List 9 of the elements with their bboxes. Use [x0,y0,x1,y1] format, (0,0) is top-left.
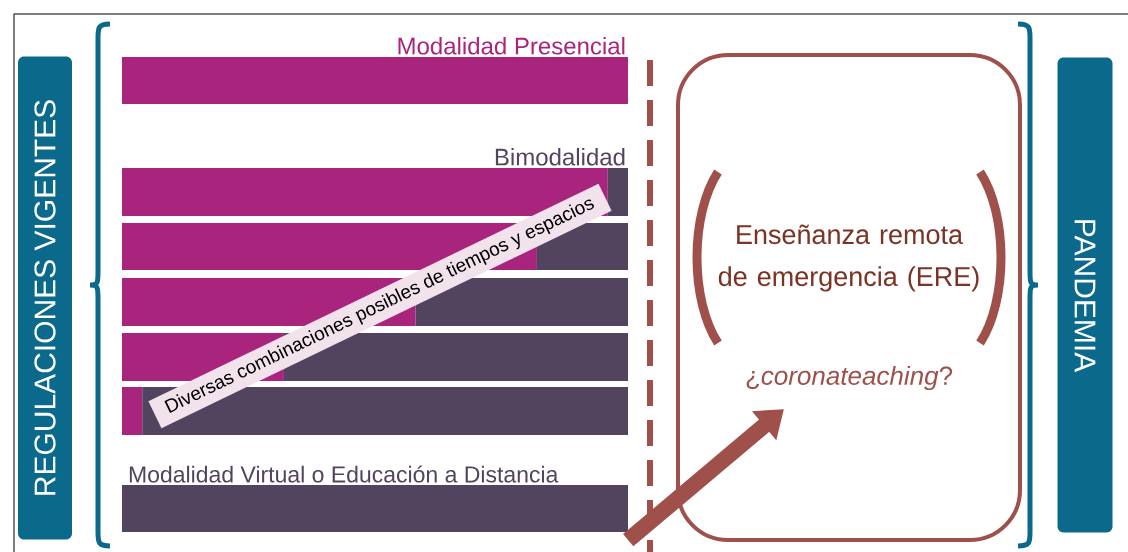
box-title: Enseñanza remota de emergencia (ERE) [718,224,979,292]
bar: Modalidad Virtual o Educación a Distancia [122,465,628,532]
node-label: Bimodalidad [495,147,625,166]
node-label: Modalidad Virtual o Educación a Distancia [129,465,559,483]
question-text: ¿coronateaching? [746,365,953,391]
node-label: Modalidad Presencial [398,36,625,55]
side-label-box: REGULACIONES VIGENTES [18,56,72,540]
bar: Modalidad Presencial [122,36,628,104]
side-label-box: PANDEMIA [1057,57,1113,533]
